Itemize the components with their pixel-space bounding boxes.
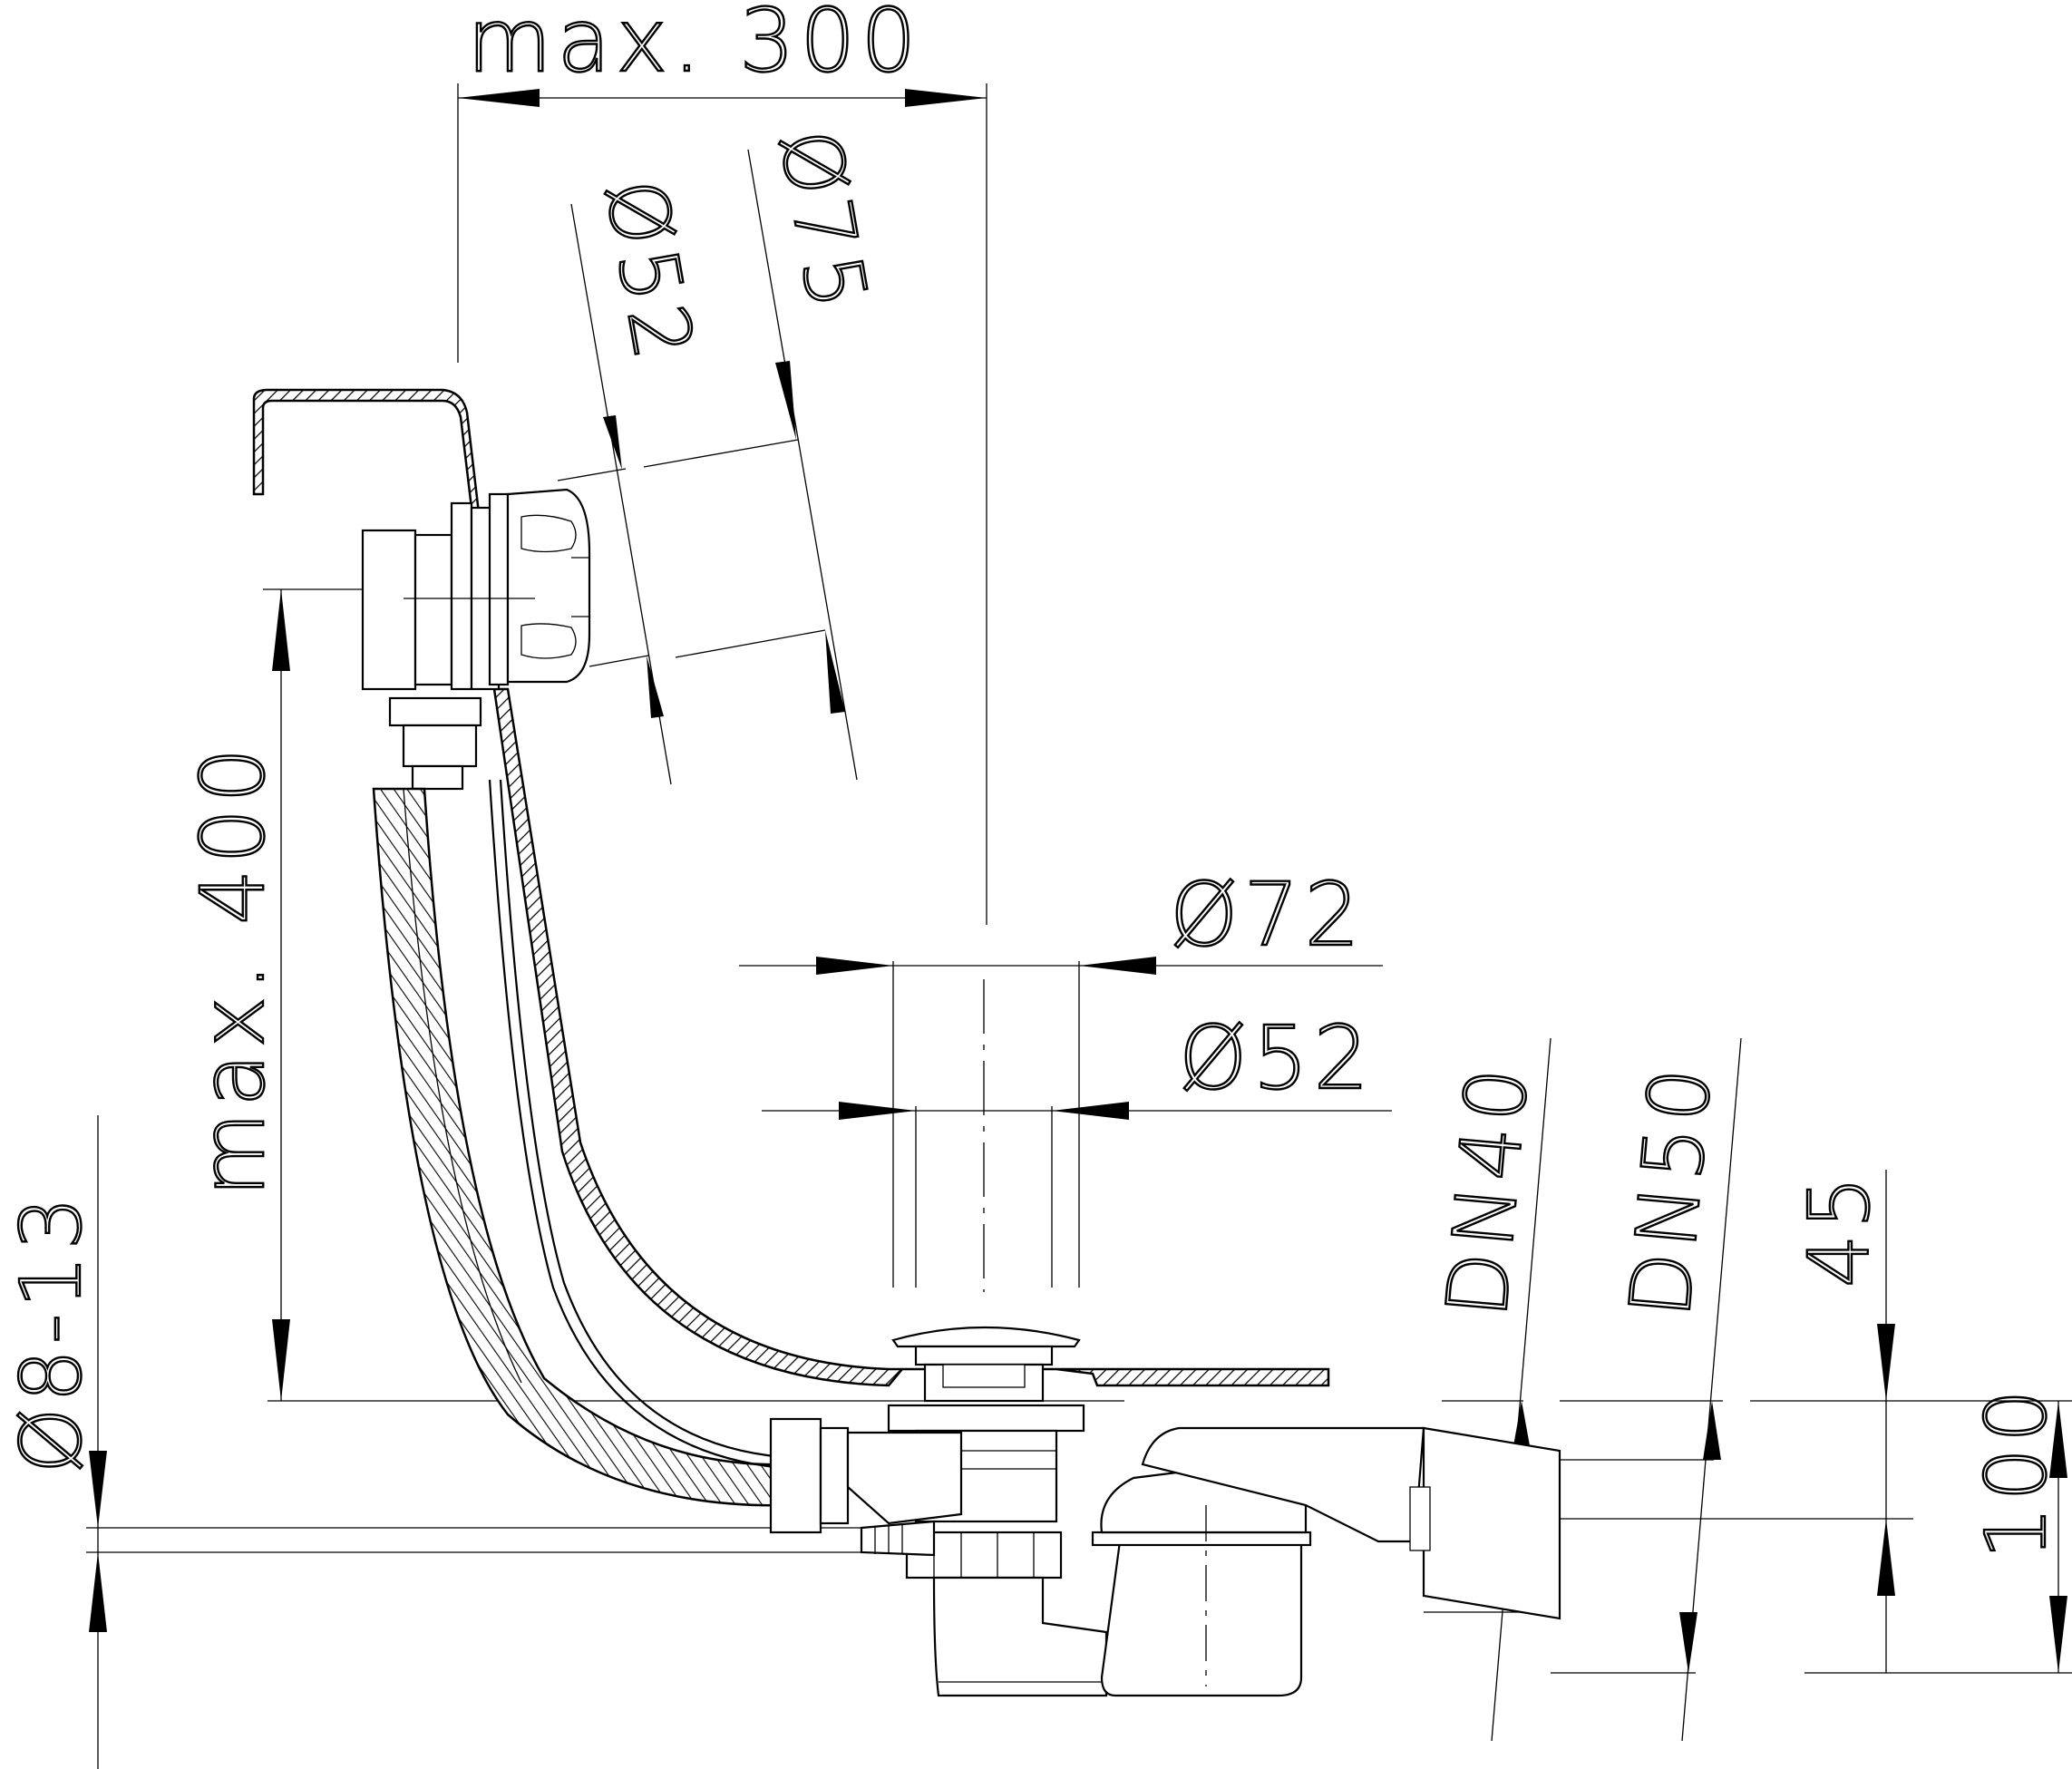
dimension-texts: max. 300 max. 400 Ø75 Ø52 Ø72 Ø52 DN40 D… xyxy=(2,0,2066,1560)
drain-valve xyxy=(769,1326,1108,1697)
label-hose-dia: Ø8-13 xyxy=(3,1191,100,1473)
overflow-assembly xyxy=(361,488,591,791)
outlet-pipe xyxy=(1422,1426,1561,1620)
overflow-hoses xyxy=(372,779,799,1507)
plug-cap xyxy=(891,1326,1081,1348)
trap-body xyxy=(1091,1426,1561,1697)
label-cover-dia-75: Ø75 xyxy=(760,123,886,322)
label-max-300: max. 300 xyxy=(467,0,921,92)
label-45: 45 xyxy=(1791,1171,1888,1288)
label-max-400: max. 400 xyxy=(182,743,284,1197)
label-100: 100 xyxy=(1968,1384,2065,1560)
label-plug-dia-72: Ø72 xyxy=(1170,864,1366,966)
label-plug-dia-52: Ø52 xyxy=(1179,1007,1375,1109)
label-dn50: DN50 xyxy=(1611,1059,1730,1321)
dimension-lines xyxy=(86,83,2072,1769)
label-dn40: DN40 xyxy=(1428,1059,1547,1321)
label-cover-dia-52: Ø52 xyxy=(586,173,712,372)
